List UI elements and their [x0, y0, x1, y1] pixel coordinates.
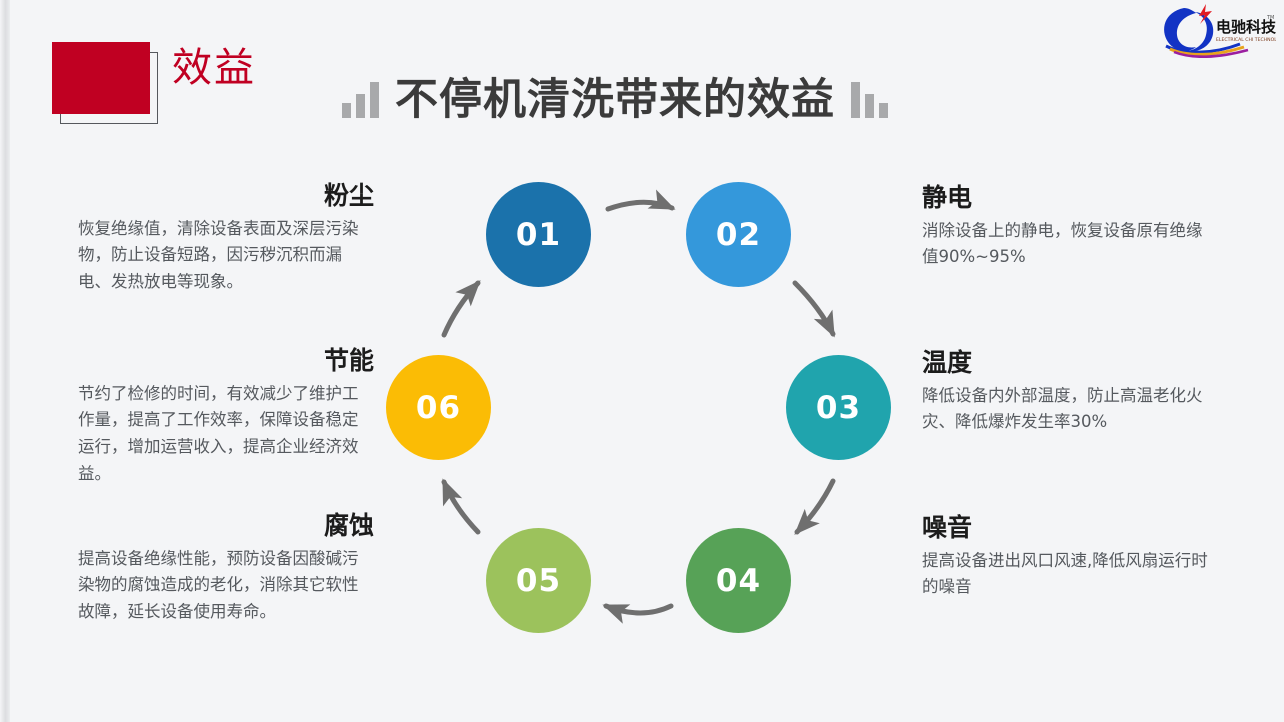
text-block-static: 静电 消除设备上的静电，恢复设备原有绝缘值90%~95%: [922, 184, 1218, 271]
badge-red-square: [52, 42, 150, 114]
cycle-node-02[interactable]: 02: [686, 182, 791, 287]
arrow-05-to-06: [441, 478, 481, 535]
block-body-noise: 提高设备进出风口风速,降低风扇运行时的噪音: [922, 550, 1208, 597]
block-body-static: 消除设备上的静电，恢复设备原有绝缘值90%~95%: [922, 220, 1203, 267]
block-title-noise: 噪音: [922, 513, 973, 542]
text-block-noise: 噪音 提高设备进出风口风速,降低风扇运行时的噪音: [922, 514, 1218, 601]
section-label: 效益: [172, 45, 256, 91]
cycle-node-03[interactable]: 03: [786, 355, 891, 460]
text-block-dust: 粉尘 恢复绝缘值，清除设备表面及深层污染物，防止设备短路，因污秽沉积而漏电、发热…: [78, 182, 374, 296]
block-title-temperature: 温度: [922, 348, 973, 377]
cycle-node-05[interactable]: 05: [486, 528, 591, 633]
cycle-node-01[interactable]: 01: [486, 182, 591, 287]
section-badge: [52, 42, 162, 127]
arrow-04-to-05: [602, 603, 674, 624]
block-title-corrosion: 腐蚀: [323, 511, 374, 540]
arrow-01-to-02: [605, 189, 676, 212]
arrow-06-to-01: [441, 280, 481, 338]
cycle-node-06[interactable]: 06: [386, 355, 491, 460]
block-body-temperature: 降低设备内外部温度，防止高温老化火灾、降低爆炸发生率30%: [922, 385, 1203, 432]
block-title-energy: 节能: [323, 346, 374, 375]
page-title: 不停机清洗带来的效益: [395, 75, 835, 125]
company-logo: 电驰科技 ELECTRICAL CHI TECHNOLOGY TM: [1154, 2, 1284, 58]
cycle-node-04[interactable]: 04: [686, 528, 791, 633]
text-block-energy: 节能 节约了检修的时间，有效减少了维护工作量，提高了工作效率，保障设备稳定运行，…: [78, 347, 374, 487]
text-block-corrosion: 腐蚀 提高设备绝缘性能，预防设备因酸碱污染物的腐蚀造成的老化，消除其它软性故障，…: [78, 512, 374, 626]
arrow-02-to-03: [792, 280, 836, 338]
svg-text:ELECTRICAL CHI TECHNOLOGY: ELECTRICAL CHI TECHNOLOGY: [1216, 37, 1276, 43]
block-body-dust: 恢复绝缘值，清除设备表面及深层污染物，防止设备短路，因污秽沉积而漏电、发热放电等…: [78, 218, 359, 291]
block-title-dust: 粉尘: [323, 181, 374, 210]
text-block-temperature: 温度 降低设备内外部温度，防止高温老化火灾、降低爆炸发生率30%: [922, 349, 1218, 436]
title-row: 不停机清洗带来的效益: [342, 70, 888, 122]
svg-text:电驰科技: 电驰科技: [1216, 18, 1276, 36]
block-body-corrosion: 提高设备绝缘性能，预防设备因酸碱污染物的腐蚀造成的老化，消除其它软性故障，延长设…: [78, 548, 359, 621]
arrow-03-to-04: [794, 478, 836, 535]
block-title-static: 静电: [922, 183, 973, 212]
bar-chart-decoration-left-icon: [342, 82, 379, 118]
left-edge-strip: [0, 0, 10, 722]
svg-text:TM: TM: [1266, 15, 1274, 21]
block-body-energy: 节约了检修的时间，有效减少了维护工作量，提高了工作效率，保障设备稳定运行，增加运…: [78, 383, 359, 483]
bar-chart-decoration-right-icon: [851, 82, 888, 118]
